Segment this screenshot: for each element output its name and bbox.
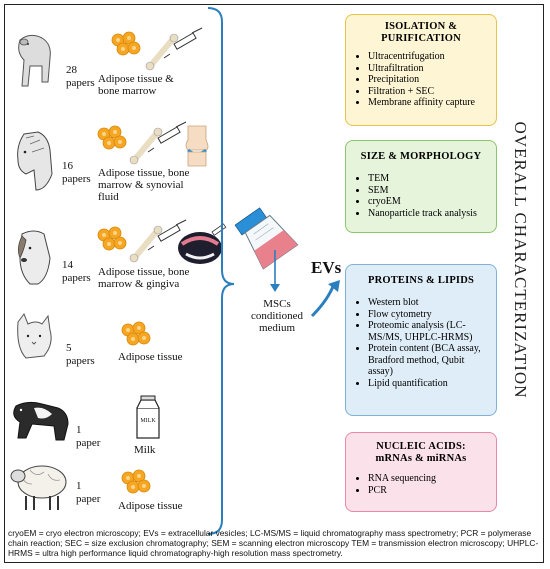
- method-list: Western blot Flow cytometry Proteomic an…: [354, 297, 488, 389]
- list-item: SEM: [368, 185, 488, 197]
- panel-isolation-purification: ISOLATION & PURIFICATION Ultracentrifuga…: [345, 14, 497, 126]
- list-item: TEM: [368, 173, 488, 185]
- list-item: Ultracentrifugation: [368, 51, 488, 63]
- panel-nucleic-acids: NUCLEIC ACIDS: mRNAs & miRNAs RNA sequen…: [345, 432, 497, 512]
- method-list: RNA sequencing PCR: [354, 473, 488, 496]
- paper-count: 1 paper: [76, 424, 101, 449]
- list-item: Western blot: [368, 297, 488, 309]
- panel-proteins-lipids: PROTEINS & LIPIDS Western blot Flow cyto…: [345, 264, 497, 416]
- list-item: Filtration + SEC: [368, 86, 488, 98]
- tissue-source-label: Adipose tissue & bone marrow: [98, 73, 174, 97]
- list-item: Flow cytometry: [368, 309, 488, 321]
- overall-characterization-title: OVERALL CHARACTERIZATION: [508, 122, 532, 399]
- paper-count: 1 paper: [76, 480, 101, 505]
- list-item: PCR: [368, 485, 488, 497]
- tissue-source-label: Adipose tissue: [118, 500, 183, 512]
- figure-border: [4, 4, 544, 563]
- list-item: Nanoparticle track analysis: [368, 208, 488, 220]
- panel-title: SIZE & MORPHOLOGY: [360, 151, 482, 162]
- paper-count: 28 papers: [66, 64, 95, 89]
- panel-title: ISOLATION & PURIFICATION: [381, 21, 461, 44]
- sheep-icon: [8, 454, 70, 514]
- cow-icon: [8, 394, 70, 442]
- horse-icon: [12, 130, 56, 194]
- panel-title: PROTEINS & LIPIDS: [367, 275, 475, 286]
- tissue-source-label: Adipose tissue: [118, 351, 183, 363]
- pig-icon: [12, 30, 56, 94]
- abbreviations-footnote: cryoEM = cryo electron microscopy; EVs =…: [8, 528, 539, 558]
- list-item: cryoEM: [368, 196, 488, 208]
- tissue-source-label: Adipose tissue, bone marrow & synovial f…: [98, 167, 190, 203]
- list-item: Ultrafiltration: [368, 63, 488, 75]
- list-item: Lipid quantification: [368, 378, 488, 390]
- tissue-source-label: Adipose tissue, bone marrow & gingiva: [98, 266, 190, 290]
- dog-icon: [12, 228, 56, 286]
- paper-count: 16 papers: [62, 160, 91, 185]
- method-list: Ultracentrifugation Ultrafiltration Prec…: [354, 51, 488, 109]
- method-list: TEM SEM cryoEM Nanoparticle track analys…: [354, 173, 488, 219]
- list-item: Precipitation: [368, 74, 488, 86]
- panel-title: NUCLEIC ACIDS: mRNAs & miRNAs: [375, 441, 467, 464]
- list-item: Protein content (BCA assay, Bradford met…: [368, 343, 488, 378]
- conditioned-medium-label: MSCs conditioned medium: [251, 298, 303, 334]
- paper-count: 14 papers: [62, 259, 91, 284]
- list-item: Membrane affinity capture: [368, 97, 488, 109]
- panel-size-morphology: SIZE & MORPHOLOGY TEM SEM cryoEM Nanopar…: [345, 140, 497, 233]
- list-item: Proteomic analysis (LC-MS/MS, UHPLC-HRMS…: [368, 320, 488, 343]
- tissue-source-label: Milk: [134, 444, 156, 456]
- evs-label: EVs: [311, 258, 342, 277]
- paper-count: 5 papers: [66, 342, 95, 367]
- vertical-title-text: OVERALL CHARACTERIZATION: [511, 121, 530, 399]
- cat-icon: [12, 312, 56, 364]
- list-item: RNA sequencing: [368, 473, 488, 485]
